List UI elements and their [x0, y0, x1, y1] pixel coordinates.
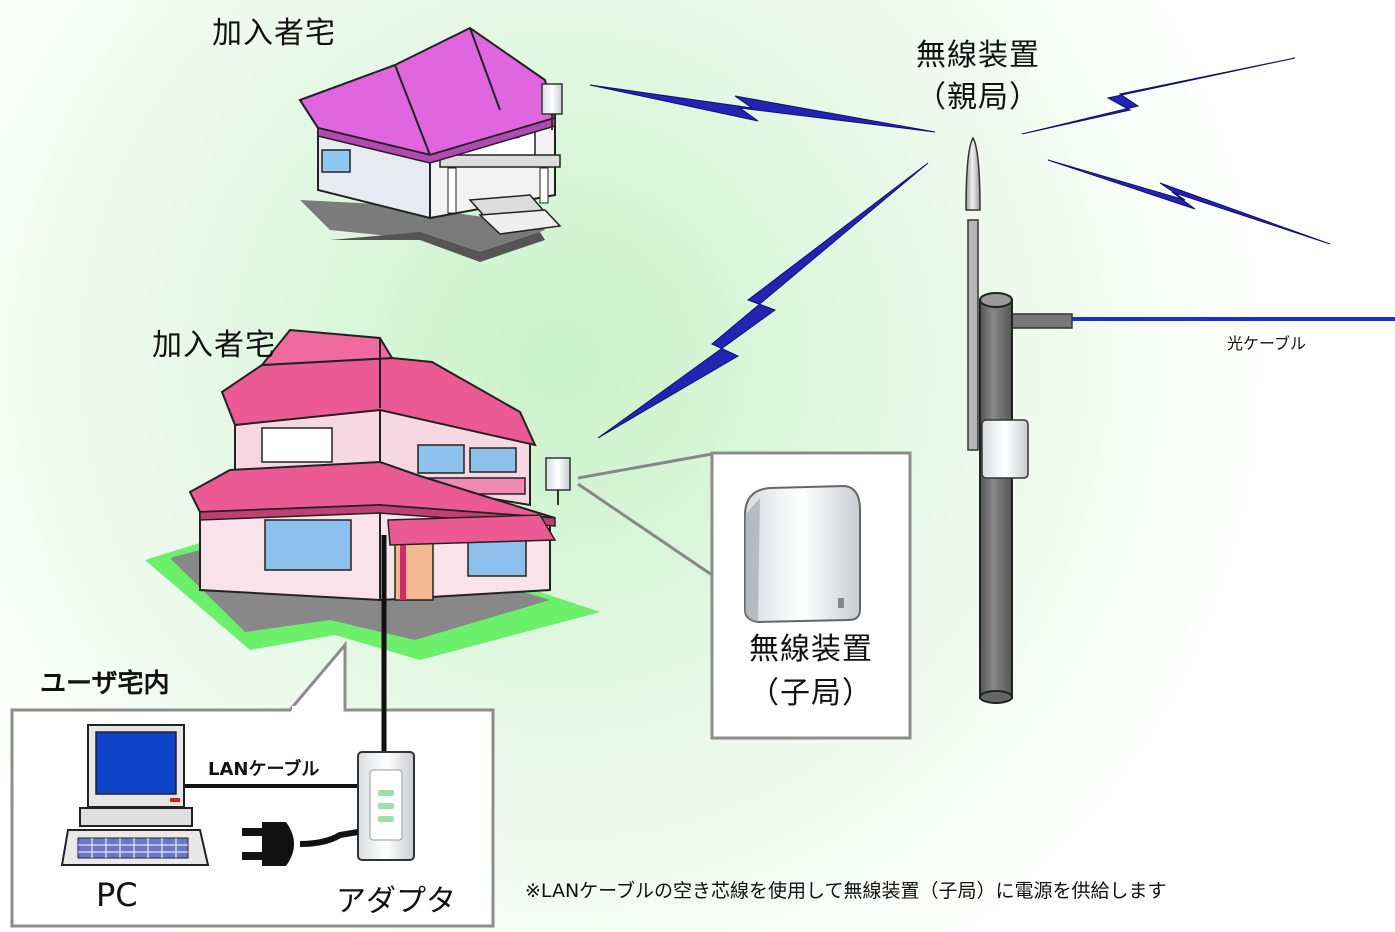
callout-line-upper	[577, 452, 713, 480]
sub-station-device-icon	[744, 484, 861, 624]
radio-links	[589, 57, 1331, 439]
power-supply-footnote: ※LANケーブルの空き芯線を使用して無線装置（子局）に電源を供給します	[525, 880, 1167, 902]
radio-bolt-left-house	[597, 162, 929, 439]
sub-station-label-line2: （子局）	[749, 676, 873, 711]
cable-bracket	[1007, 313, 1073, 329]
pc-icon	[60, 724, 210, 866]
left-house-illustration	[145, 328, 600, 660]
radio-bolt-top-house	[589, 84, 936, 133]
pc-label: PC	[96, 876, 138, 914]
left-house-antenna-icon	[545, 457, 571, 491]
sub-station-label-line1: 無線装置	[749, 632, 873, 667]
power-plug-icon	[242, 822, 359, 866]
user-premises-label: ユーザ宅内	[40, 669, 170, 699]
base-station-label-line1: 無線装置	[916, 38, 1040, 73]
optical-cable-label: 光ケーブル	[1227, 334, 1307, 353]
callout-line-lower	[577, 482, 713, 577]
top-house-illustration	[298, 26, 563, 262]
radio-bolt-upper-right	[1021, 57, 1296, 135]
subscriber-home-top-label: 加入者宅	[212, 16, 336, 51]
radio-bolt-lower-right	[1047, 159, 1331, 245]
base-antenna-icon	[965, 136, 981, 211]
base-station-label-line2: （親局）	[916, 80, 1040, 115]
top-house-antenna-icon	[541, 83, 563, 115]
adapter-icon	[357, 751, 415, 861]
adapter-label: アダプタ	[336, 884, 456, 919]
utility-pole	[965, 136, 1029, 704]
pole-device-icon	[981, 419, 1029, 479]
subscriber-home-left-label: 加入者宅	[152, 328, 276, 363]
callout-gap	[292, 706, 342, 714]
lan-cable-label: LANケーブル	[208, 759, 320, 780]
